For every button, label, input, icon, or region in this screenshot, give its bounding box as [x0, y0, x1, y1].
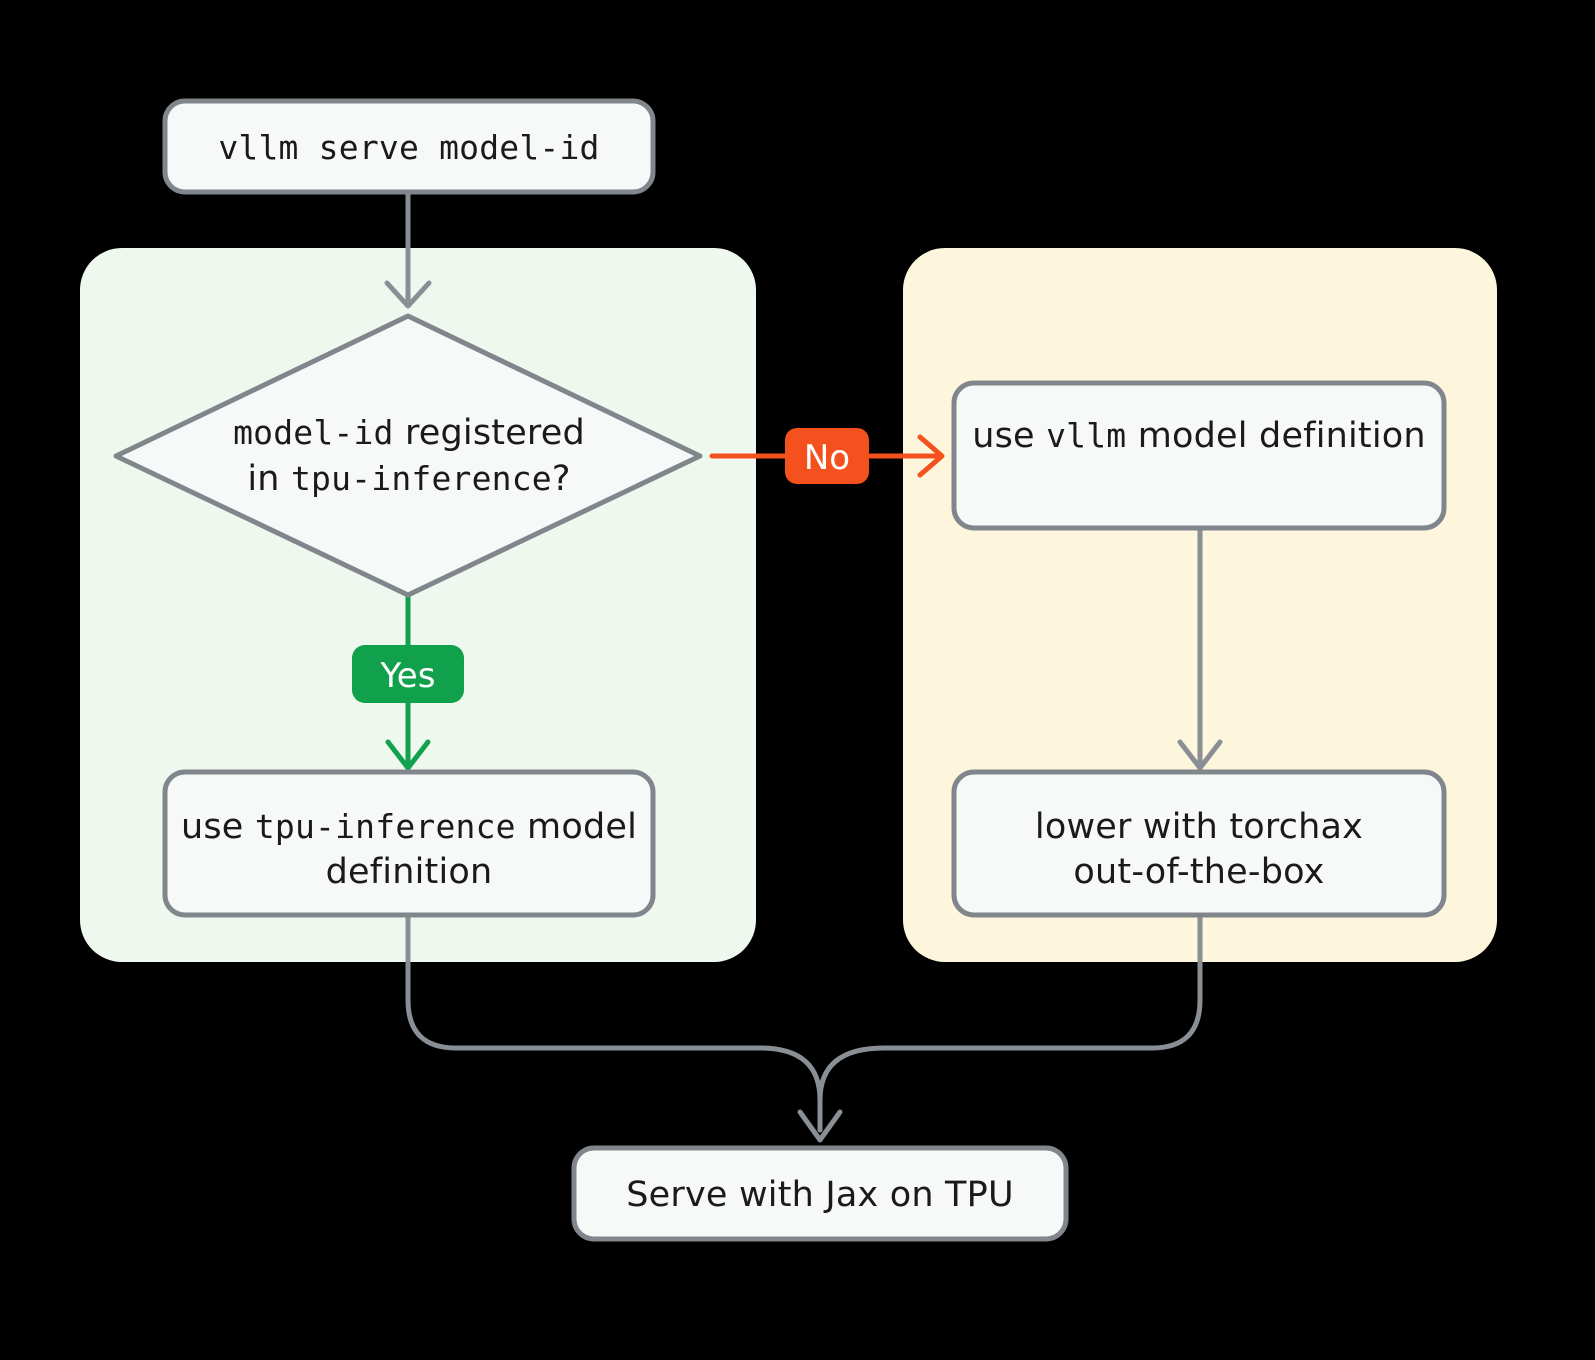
- node-decision[interactable]: model-id registered in tpu-inference?: [113, 313, 703, 598]
- edge-label-no-text: No: [804, 438, 850, 478]
- vllm-def-token-model-definition: model definition: [1126, 416, 1425, 456]
- node-tpu-def-line1: use tpu-inference model: [181, 807, 637, 847]
- decision-token-in: in: [247, 459, 291, 499]
- node-serve[interactable]: Serve with Jax on TPU: [571, 1145, 1069, 1242]
- edge-decision-to-tpu-def: [385, 590, 431, 771]
- tpu-def-token-tpu-inference: tpu-inference: [255, 807, 516, 846]
- tpu-def-token-model: model: [516, 807, 637, 847]
- node-tpu-def[interactable]: use tpu-inference model definition: [162, 769, 656, 918]
- node-vllm-def[interactable]: use vllm model definition: [951, 380, 1447, 531]
- node-torchax-line1: lower with torchax: [1035, 807, 1363, 847]
- tpu-def-token-use: use: [181, 807, 255, 847]
- edge-start-to-decision: [384, 189, 432, 309]
- node-decision-line2: in tpu-inference?: [247, 459, 570, 499]
- node-torchax[interactable]: lower with torchax out-of-the-box: [951, 769, 1447, 918]
- node-start-label: vllm serve model-id: [218, 128, 599, 167]
- edge-label-yes-text: Yes: [380, 656, 436, 696]
- edge-vllm-def-to-torchax: [1177, 525, 1223, 771]
- vllm-def-token-vllm: vllm: [1046, 416, 1126, 455]
- decision-token-registered: registered: [394, 413, 585, 453]
- decision-token-tpu-inference: tpu-inference: [291, 459, 552, 498]
- node-serve-label: Serve with Jax on TPU: [626, 1175, 1014, 1215]
- edge-label-no[interactable]: No: [785, 428, 869, 484]
- edge-label-yes[interactable]: Yes: [352, 645, 464, 703]
- edge-tpu-def-to-serve: [405, 912, 823, 1133]
- decision-token-model-id: model-id: [233, 413, 394, 452]
- vllm-def-token-use: use: [972, 416, 1046, 456]
- edge-torchax-to-serve: [797, 912, 1203, 1143]
- edge-decision-to-vllm-def: [709, 434, 945, 478]
- node-vllm-def-line1: use vllm model definition: [972, 416, 1426, 456]
- node-tpu-def-line2: definition: [326, 852, 493, 892]
- node-torchax-line2: out-of-the-box: [1073, 852, 1324, 892]
- decision-token-question: ?: [552, 459, 571, 499]
- node-start[interactable]: vllm serve model-id: [162, 98, 656, 195]
- node-decision-line1: model-id registered: [233, 413, 585, 453]
